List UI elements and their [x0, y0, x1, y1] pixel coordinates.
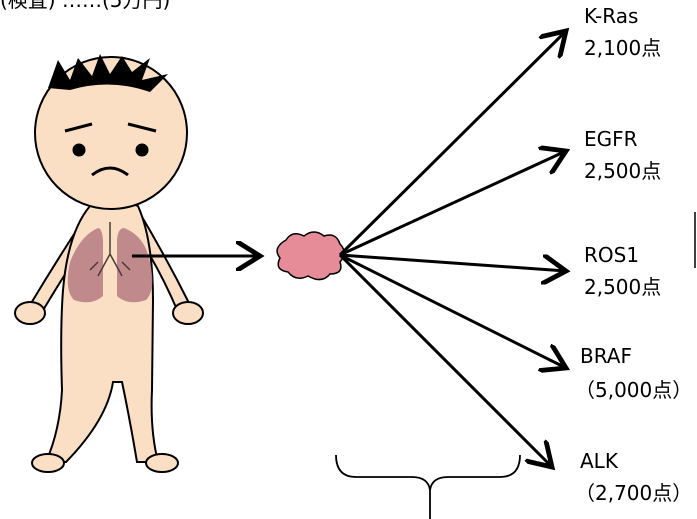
target-points-kras: 2,100点 [584, 34, 661, 62]
target-name-braf: BRAF [580, 342, 632, 370]
arrow-to-egfr [340, 151, 566, 255]
target-name-kras: K-Ras [584, 2, 638, 30]
arrow-to-braf [340, 255, 566, 368]
left-eye [74, 145, 84, 155]
target-points-egfr: 2,500点 [584, 157, 661, 185]
target-points-ros1: 2,500点 [584, 273, 661, 301]
target-name-alk: ALK [580, 447, 618, 475]
arrow-to-ros1 [340, 255, 566, 271]
left-foot [32, 454, 64, 472]
target-name-ros1: ROS1 [584, 241, 639, 269]
target-points-braf: （5,000点） [575, 376, 692, 404]
arrow-to-kras [340, 31, 566, 255]
left-hand [15, 302, 45, 324]
arrow-to-alk [340, 255, 552, 467]
target-points-alk: （2,700点） [575, 479, 692, 507]
right-foot [146, 454, 178, 472]
right-hand [173, 302, 203, 324]
target-arrows [340, 31, 566, 467]
tumor-blob [277, 232, 344, 280]
target-name-egfr: EGFR [584, 125, 638, 153]
patient-figure [15, 57, 203, 472]
right-eye [137, 145, 147, 155]
bottom-curly-brace [336, 455, 520, 490]
